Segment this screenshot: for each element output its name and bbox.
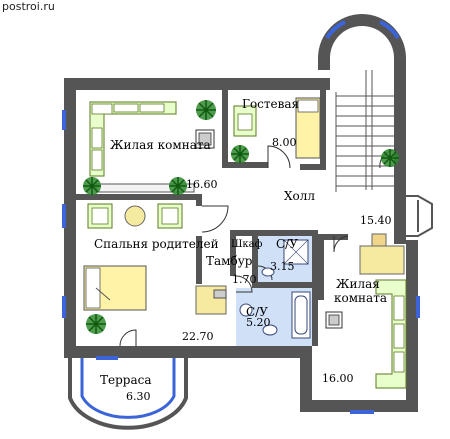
plant-icon [83,177,101,195]
bathroom-2-area: 5.20 [246,316,271,329]
living-room-2-furniture [325,233,407,389]
living-room-2-name-line2: комната [334,291,387,305]
window [325,20,346,40]
terrace-area: 6.30 [126,390,151,403]
vestibule-area: 1.70 [232,273,257,286]
hall-area: 15.40 [360,214,392,227]
guest-room-name: Гостевая [242,97,299,111]
coffee-table [124,205,146,227]
closet-name: Шкаф [231,239,263,250]
living-room-2-name-line1: Жилая [336,277,380,291]
bathroom-2-name: С/У [246,305,268,319]
living-room-1-area: 16.60 [186,178,218,191]
outer-walls [64,78,418,412]
plant-icon [381,149,399,167]
interior-walls [76,90,348,346]
stair-tower [318,14,406,192]
plant-icon [196,100,216,120]
chair [371,233,387,247]
desk [359,245,405,275]
plants [83,100,399,334]
living-room-1-furniture [89,101,215,193]
toilet [262,324,278,336]
living-room-1-name: Жилая комната [110,138,211,152]
parents-bedroom-name: Спальня родителей [94,237,219,251]
plant-icon [231,145,249,163]
parents-bedroom-area: 22.70 [182,330,214,343]
bay-window [406,195,433,237]
plant-icon [86,314,106,334]
windows [62,110,420,414]
vestibule-name: Тамбур [206,254,253,268]
bathroom-fixtures [239,239,311,339]
hall-name: Холл [284,189,315,203]
bathroom-1-area: 3.15 [270,260,295,273]
guest-room-area: 8.00 [272,136,297,149]
plant-icon [169,177,187,195]
bedroom-furniture [83,203,227,315]
guest-room-furniture [233,97,321,159]
window [379,20,400,40]
toilet [261,267,275,277]
room-labels: Жилая комната 16.60 Гостевая 8.00 Холл 1… [94,97,392,403]
terrace [68,358,188,430]
sink [239,303,253,317]
watermark: postroi.ru [2,0,55,13]
staircase[interactable] [335,70,394,192]
living-room-2-area: 16.00 [322,372,354,385]
bathroom-1-name: С/У [276,237,298,251]
terrace-name: Терраса [100,373,152,387]
